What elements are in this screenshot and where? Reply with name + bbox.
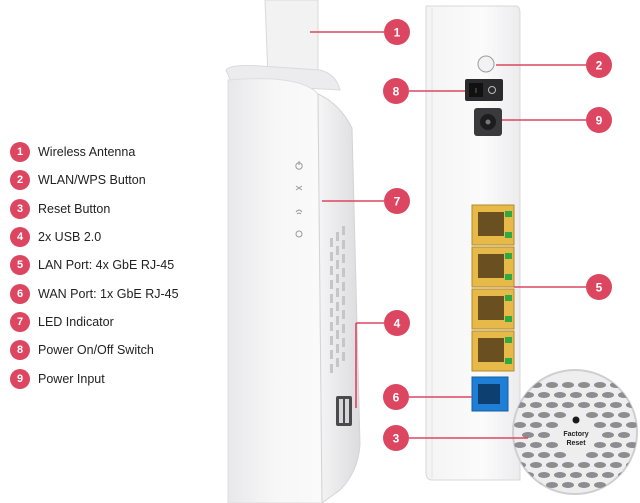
legend-number-badge: 9 <box>10 368 30 389</box>
legend-label: WAN Port: 1x GbE RJ-45 <box>38 286 179 301</box>
legend-label: WLAN/WPS Button <box>38 173 146 188</box>
router-front-view <box>225 0 361 503</box>
reset-label-line2: Reset <box>566 440 586 447</box>
callout-8-number: 8 <box>393 85 400 99</box>
callout-8: 8 <box>383 78 409 104</box>
legend: 1 Wireless Antenna 2 WLAN/WPS Button 3 R… <box>10 138 210 393</box>
wifi-led-icon <box>295 209 303 215</box>
callout-5-number: 5 <box>596 281 603 295</box>
usb-led-icon <box>295 230 303 238</box>
legend-item-wan-port: 6 WAN Port: 1x GbE RJ-45 <box>10 279 210 307</box>
power-switch: I <box>465 79 503 101</box>
legend-label: 2x USB 2.0 <box>38 230 102 245</box>
lan-port <box>471 330 515 372</box>
reset-pinhole <box>572 416 580 424</box>
callout-9: 9 <box>586 107 612 133</box>
router-back-view: I <box>425 5 521 481</box>
reset-label-line1: Factory <box>563 431 588 438</box>
legend-item-antenna: 1 Wireless Antenna <box>10 138 210 166</box>
usb-ports <box>336 396 352 426</box>
callout-7: 7 <box>384 188 410 214</box>
callout-7-number: 7 <box>394 195 401 209</box>
lan-ports <box>471 204 515 372</box>
callout-3: 3 <box>383 425 409 451</box>
svg-text:I: I <box>475 88 477 95</box>
router-front-face <box>227 78 323 503</box>
legend-item-led: 7 LED Indicator <box>10 308 210 336</box>
callout-1-number: 1 <box>394 26 401 40</box>
router-side-face <box>317 93 361 503</box>
legend-number-badge: 5 <box>10 255 30 276</box>
wan-port <box>471 376 509 412</box>
lan-port <box>471 246 515 288</box>
lan-port <box>471 288 515 330</box>
callout-3-number: 3 <box>393 432 400 446</box>
callout-lines <box>310 31 586 439</box>
callout-4-number: 4 <box>394 317 401 331</box>
legend-item-power-switch: 8 Power On/Off Switch <box>10 336 210 364</box>
lan-port <box>471 204 515 246</box>
legend-label: LAN Port: 4x GbE RJ-45 <box>38 258 175 273</box>
callout-1: 1 <box>384 19 410 45</box>
legend-item-reset-button: 3 Reset Button <box>10 195 210 223</box>
legend-item-power-input: 9 Power Input <box>10 364 210 392</box>
legend-number-badge: 7 <box>10 311 30 332</box>
callout-6: 6 <box>383 384 409 410</box>
callout-4: 4 <box>384 310 410 336</box>
legend-label: Power Input <box>38 371 105 386</box>
callout-2: 2 <box>586 52 612 78</box>
legend-item-wps-button: 2 WLAN/WPS Button <box>10 166 210 194</box>
network-led-icon <box>295 185 303 191</box>
legend-label: LED Indicator <box>38 314 114 329</box>
legend-item-usb: 4 2x USB 2.0 <box>10 223 210 251</box>
legend-label: Wireless Antenna <box>38 145 136 160</box>
led-indicators <box>295 161 303 238</box>
legend-number-badge: 1 <box>10 142 30 163</box>
callout-2-number: 2 <box>596 59 603 73</box>
legend-number-badge: 2 <box>10 170 30 191</box>
wps-button <box>477 55 495 73</box>
callout-6-number: 6 <box>393 391 400 405</box>
legend-label: Power On/Off Switch <box>38 343 154 358</box>
legend-number-badge: 8 <box>10 340 30 361</box>
legend-item-lan-port: 5 LAN Port: 4x GbE RJ-45 <box>10 251 210 279</box>
power-input-jack <box>474 108 502 136</box>
side-vents <box>330 226 345 373</box>
callout-5: 5 <box>586 274 612 300</box>
legend-label: Reset Button <box>38 201 111 216</box>
legend-number-badge: 4 <box>10 227 30 248</box>
legend-number-badge: 3 <box>10 198 30 219</box>
callout-9-number: 9 <box>596 114 603 128</box>
factory-reset-zoom: Factory Reset <box>512 369 638 495</box>
legend-number-badge: 6 <box>10 283 30 304</box>
